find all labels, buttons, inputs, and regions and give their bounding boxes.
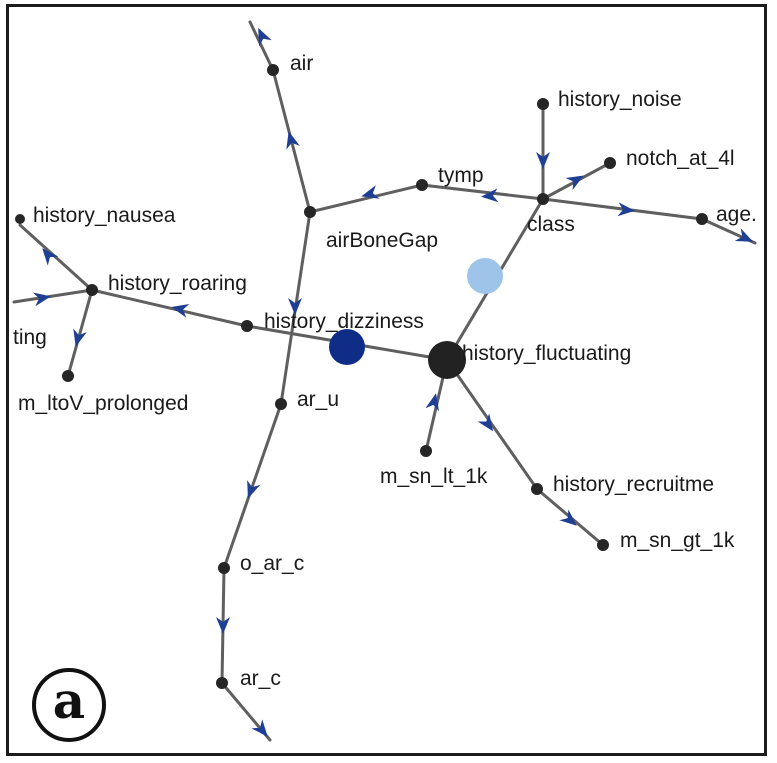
arrowhead-icon xyxy=(536,152,550,169)
arrowhead-icon xyxy=(288,298,302,315)
arrowhead-icon xyxy=(617,202,635,217)
label-m-sn-gt-1k: m_sn_gt_1k xyxy=(620,529,735,552)
arrowhead-icon xyxy=(216,617,230,634)
arrowhead-icon xyxy=(565,175,584,191)
node-ar-u xyxy=(275,398,287,410)
arrowheads xyxy=(32,27,754,737)
edge-air-stub xyxy=(248,20,275,72)
label-history-fluctuating: history_fluctuating xyxy=(462,342,631,365)
node-tymp xyxy=(416,179,428,191)
edges xyxy=(12,20,757,742)
node-class xyxy=(537,193,549,205)
arrowhead-icon xyxy=(361,185,380,199)
edge-class-age xyxy=(541,197,704,221)
node-airbonegap xyxy=(304,206,316,218)
node-history-nausea xyxy=(15,214,25,224)
arrowhead-icon xyxy=(258,27,272,47)
node-notch xyxy=(604,157,616,169)
edge-fluctuating-recruit xyxy=(445,358,539,491)
arrowhead-icon xyxy=(425,393,440,412)
label-ar-c: ar_c xyxy=(240,667,281,690)
arrowhead-icon xyxy=(247,480,261,499)
node-air xyxy=(267,64,279,76)
arrowhead-icon xyxy=(559,509,577,526)
arrowhead-icon xyxy=(251,719,268,737)
arrowhead-icon xyxy=(734,228,754,242)
label-tymp: tymp xyxy=(438,164,484,187)
edge-roaring-prolonged xyxy=(66,288,94,378)
edge-nausea-stub xyxy=(18,223,94,292)
arrowhead-icon xyxy=(73,328,87,347)
node-dizziness-small xyxy=(241,320,253,332)
edge-tymp-class xyxy=(420,183,545,201)
arrowhead-icon xyxy=(42,248,59,266)
label-air: air xyxy=(290,52,313,75)
label-o-ar-c: o_ar_c xyxy=(240,552,304,575)
arrowhead-icon xyxy=(286,131,300,150)
node-history-roaring xyxy=(86,284,98,296)
nodes xyxy=(15,64,708,689)
label-m-sn-lt-1k: m_sn_lt_1k xyxy=(380,465,488,488)
node-history-recruitment xyxy=(531,483,543,495)
node-o-ar-c xyxy=(218,562,230,574)
label-prolonged: m_ltoV_prolonged xyxy=(18,392,188,415)
panel-label-badge: a xyxy=(32,668,106,742)
node-m-sn-gt-1k xyxy=(597,539,609,551)
edge-aru-oarc xyxy=(222,402,283,570)
arrowhead-icon xyxy=(32,292,51,307)
highlight-node-light-blue xyxy=(467,258,503,294)
node-age xyxy=(696,213,708,225)
highlight-node-fluctuating xyxy=(428,341,466,379)
node-prolonged xyxy=(62,370,74,382)
edge-roaring-dizziness xyxy=(90,288,249,328)
arrowhead-icon xyxy=(477,413,494,432)
node-m-sn-lt-1k xyxy=(420,445,432,457)
label-history-noise: history_noise xyxy=(558,88,682,111)
label-notch: notch_at_4l xyxy=(626,147,735,170)
label-age: age. xyxy=(716,203,757,226)
label-history-dizziness: history_dizziness xyxy=(264,310,424,333)
highlighted-nodes xyxy=(329,258,503,379)
label-history-recruitment: history_recruitme xyxy=(553,473,714,496)
node-ar-c xyxy=(216,677,228,689)
edge-roaring-ting xyxy=(12,288,94,304)
node-history-noise xyxy=(537,98,549,110)
label-airbonegap: airBoneGap xyxy=(326,229,438,252)
highlight-node-dark-blue xyxy=(329,329,365,365)
label-history-roaring: history_roaring xyxy=(108,272,247,295)
label-ting: ting xyxy=(13,326,47,349)
arrowhead-icon xyxy=(481,188,499,203)
arrowhead-icon xyxy=(171,303,190,318)
diagram-frame xyxy=(6,4,767,756)
edge-airbonegap-tymp xyxy=(308,183,424,214)
label-class: class xyxy=(527,213,575,236)
label-ar-u: ar_u xyxy=(297,388,339,411)
label-history-nausea: history_nausea xyxy=(33,204,176,227)
node-labels: air history_noise notch_at_4l tymp class… xyxy=(13,52,757,690)
panel-label-text: a xyxy=(52,671,86,730)
